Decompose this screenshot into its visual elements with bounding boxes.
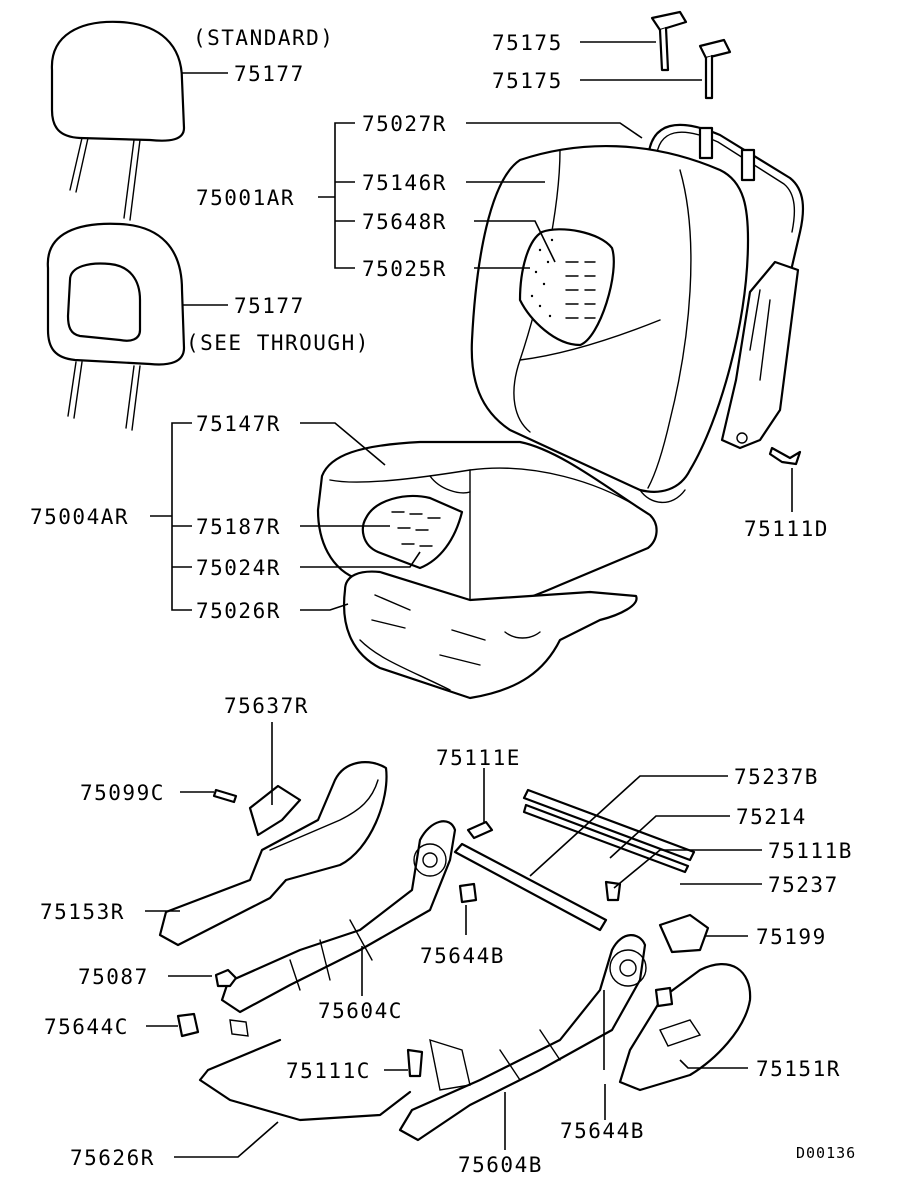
- label-75187R: 75187R: [196, 515, 281, 539]
- rod-75214: [522, 788, 696, 874]
- label-75644C: 75644C: [44, 1015, 129, 1039]
- label-75153R: 75153R: [40, 900, 125, 924]
- label-75151R: 75151R: [756, 1057, 841, 1081]
- label-75644B-upper: 75644B: [420, 944, 505, 968]
- cap-75199: [658, 913, 710, 954]
- label-75648R: 75648R: [362, 210, 447, 234]
- leader-lines: [145, 41, 793, 1158]
- label-75001AR: 75001AR: [196, 186, 295, 210]
- diagram-code: D00136: [796, 1144, 856, 1162]
- label-75087: 75087: [78, 965, 149, 989]
- label-75644B-lower: 75644B: [560, 1119, 645, 1143]
- label-75177-see-through: 75177: [234, 294, 305, 318]
- label-75111B: 75111B: [768, 839, 853, 863]
- note-standard: (STANDARD): [193, 26, 334, 50]
- label-75237B: 75237B: [734, 765, 819, 789]
- clip-75644B-upper: [458, 882, 478, 904]
- label-75111C: 75111C: [286, 1059, 371, 1083]
- clip-75644C: [176, 1012, 200, 1038]
- wire-75626R: [198, 1038, 412, 1122]
- label-75146R: 75146R: [362, 171, 447, 195]
- bolt-75099C: [212, 788, 238, 804]
- label-75025R: 75025R: [362, 257, 447, 281]
- headrest-guide-2: [698, 38, 732, 100]
- label-75026R: 75026R: [196, 599, 281, 623]
- headrest-guide-1: [650, 10, 688, 72]
- seat-rail-75604B: [398, 934, 647, 1142]
- label-75024R: 75024R: [196, 556, 281, 580]
- label-75175-b: 75175: [492, 69, 563, 93]
- label-75626R: 75626R: [70, 1146, 155, 1170]
- label-75237: 75237: [768, 873, 839, 897]
- side-trim-75153R: [158, 761, 388, 947]
- label-75175-a: 75175: [492, 31, 563, 55]
- label-75214: 75214: [736, 805, 807, 829]
- label-75177-standard: 75177: [234, 62, 305, 86]
- label-75111E: 75111E: [436, 746, 521, 770]
- label-75099C: 75099C: [80, 781, 165, 805]
- cross-tube-75237B: [453, 842, 608, 932]
- label-75147R: 75147R: [196, 412, 281, 436]
- label-75199: 75199: [756, 925, 827, 949]
- lumbar-pad-dots: [530, 238, 554, 318]
- label-75111D: 75111D: [744, 517, 829, 541]
- headrest-see-through: [46, 222, 186, 431]
- label-75004AR: 75004AR: [30, 505, 129, 529]
- nut-75087: [214, 968, 238, 988]
- bolt-75111E: [466, 820, 494, 840]
- bolt-75111C: [406, 1048, 424, 1078]
- seat-rail-75604C: [220, 820, 457, 1037]
- clip-75644B-lower: [654, 986, 674, 1008]
- label-75027R: 75027R: [362, 112, 447, 136]
- note-see-through: (SEE THROUGH): [186, 331, 370, 355]
- label-75604B: 75604B: [458, 1153, 543, 1177]
- seat-cushion-assembly: [316, 440, 658, 700]
- side-cover-75637R: [248, 784, 302, 837]
- label-75637R: 75637R: [224, 694, 309, 718]
- side-cover-75151R: [618, 963, 752, 1092]
- headrest-standard: [50, 20, 186, 221]
- label-75604C: 75604C: [318, 999, 403, 1023]
